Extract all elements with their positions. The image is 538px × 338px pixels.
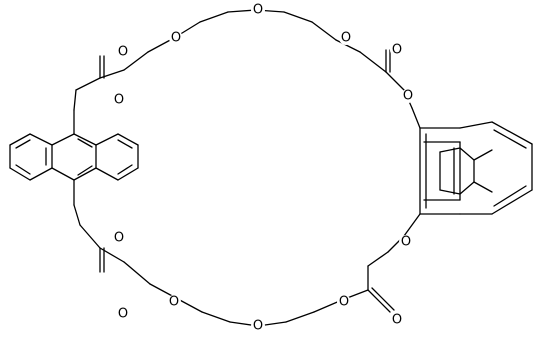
bond <box>95 133 119 146</box>
bond <box>403 213 421 237</box>
bond <box>371 287 395 311</box>
ester-oxygen-top-right: O <box>341 31 351 46</box>
bond <box>9 167 31 181</box>
bond-inner <box>493 185 527 207</box>
bond-layer <box>9 9 533 327</box>
bond <box>123 261 151 285</box>
bond <box>335 39 361 53</box>
ester-oxygen-bottom-right: O <box>339 295 349 310</box>
ether-oxygen-top-center: O <box>253 3 263 18</box>
bond <box>75 77 101 91</box>
aryl-ether-oxygen-left-top: O <box>114 93 124 108</box>
bond <box>9 133 31 146</box>
bond <box>73 89 77 111</box>
bond <box>359 51 387 73</box>
bond <box>491 121 533 145</box>
carbonyl-oxygen-top-left: O <box>118 45 128 60</box>
bond <box>491 189 533 215</box>
bond <box>439 189 461 195</box>
bond <box>73 204 81 226</box>
bond <box>473 149 493 161</box>
bond <box>439 147 461 153</box>
ether-oxygen-bottom-center: O <box>253 319 263 334</box>
atom-label-layer: O O O O O O O O O O O O O O <box>112 3 415 334</box>
bond <box>283 11 313 23</box>
bond <box>367 251 389 267</box>
aryl-ether-oxygen-right-bottom: O <box>401 235 411 250</box>
bond <box>459 121 493 129</box>
bond <box>459 147 475 161</box>
bond <box>201 311 231 323</box>
bond <box>95 167 119 181</box>
bond <box>411 107 421 129</box>
bond <box>99 69 125 79</box>
bond <box>79 224 101 249</box>
bond <box>51 133 75 146</box>
aryl-ether-oxygen-right-top: O <box>403 89 413 104</box>
bond-inner <box>15 164 31 175</box>
bond-inner <box>117 139 133 149</box>
ester-oxygen-bottom-left: O <box>169 295 179 310</box>
bond <box>73 167 97 181</box>
carbonyl-oxygen-bottom-left: O <box>118 307 128 322</box>
bond <box>473 181 493 193</box>
carbonyl-oxygen-bottom-right: O <box>392 313 402 328</box>
bond <box>117 167 139 181</box>
bond-inner <box>117 164 133 175</box>
bond <box>51 167 75 181</box>
bond <box>311 21 337 41</box>
bond <box>285 311 315 323</box>
bond <box>123 51 149 71</box>
carbonyl-oxygen-top-right: O <box>392 43 402 58</box>
bond-inner <box>15 139 31 149</box>
bond-inner <box>77 165 93 176</box>
bond <box>29 133 53 146</box>
bond <box>385 71 405 91</box>
bond <box>459 181 475 195</box>
bond-inner <box>493 129 527 149</box>
aryl-ether-oxygen-left-bottom: O <box>114 231 124 246</box>
bond <box>367 289 391 313</box>
ester-oxygen-top-left: O <box>171 31 181 46</box>
bond-inner <box>77 138 93 148</box>
bond <box>73 133 97 146</box>
bond <box>199 11 229 23</box>
bond <box>29 167 53 181</box>
bond <box>99 247 125 263</box>
bond <box>117 133 139 146</box>
